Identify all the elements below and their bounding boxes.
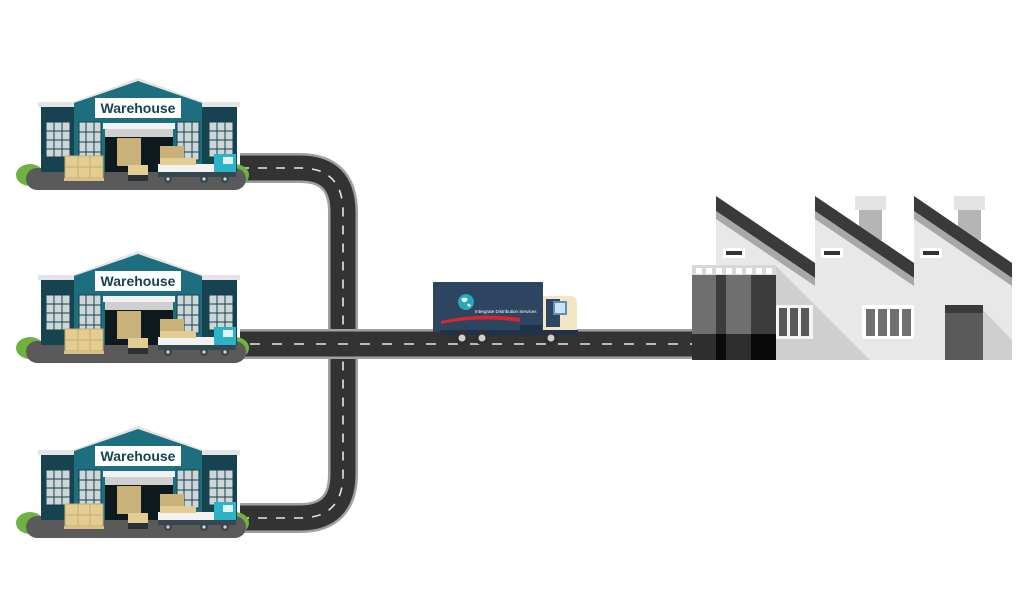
factory (692, 196, 1012, 360)
chimney (954, 196, 985, 210)
warehouse-top: Warehouse (15, 77, 250, 191)
globe-icon (458, 294, 474, 310)
warehouse-middle: Warehouse (15, 250, 250, 364)
factory-door (945, 305, 983, 360)
delivery-truck: Intergrate Distribution Services (433, 282, 578, 345)
swoosh-decoration (441, 315, 520, 324)
warehouse-label: Warehouse (101, 273, 176, 289)
road-top (240, 153, 358, 344)
truck-wheels (455, 331, 558, 345)
truck-company-text: Intergrate Distribution Services (475, 309, 537, 314)
warehouse-bottom: Warehouse (15, 425, 250, 539)
factory-roof (716, 196, 815, 278)
road-network (240, 153, 700, 533)
warehouse-label: Warehouse (101, 100, 176, 116)
warehouse-label: Warehouse (101, 448, 176, 464)
chimney (855, 196, 886, 210)
